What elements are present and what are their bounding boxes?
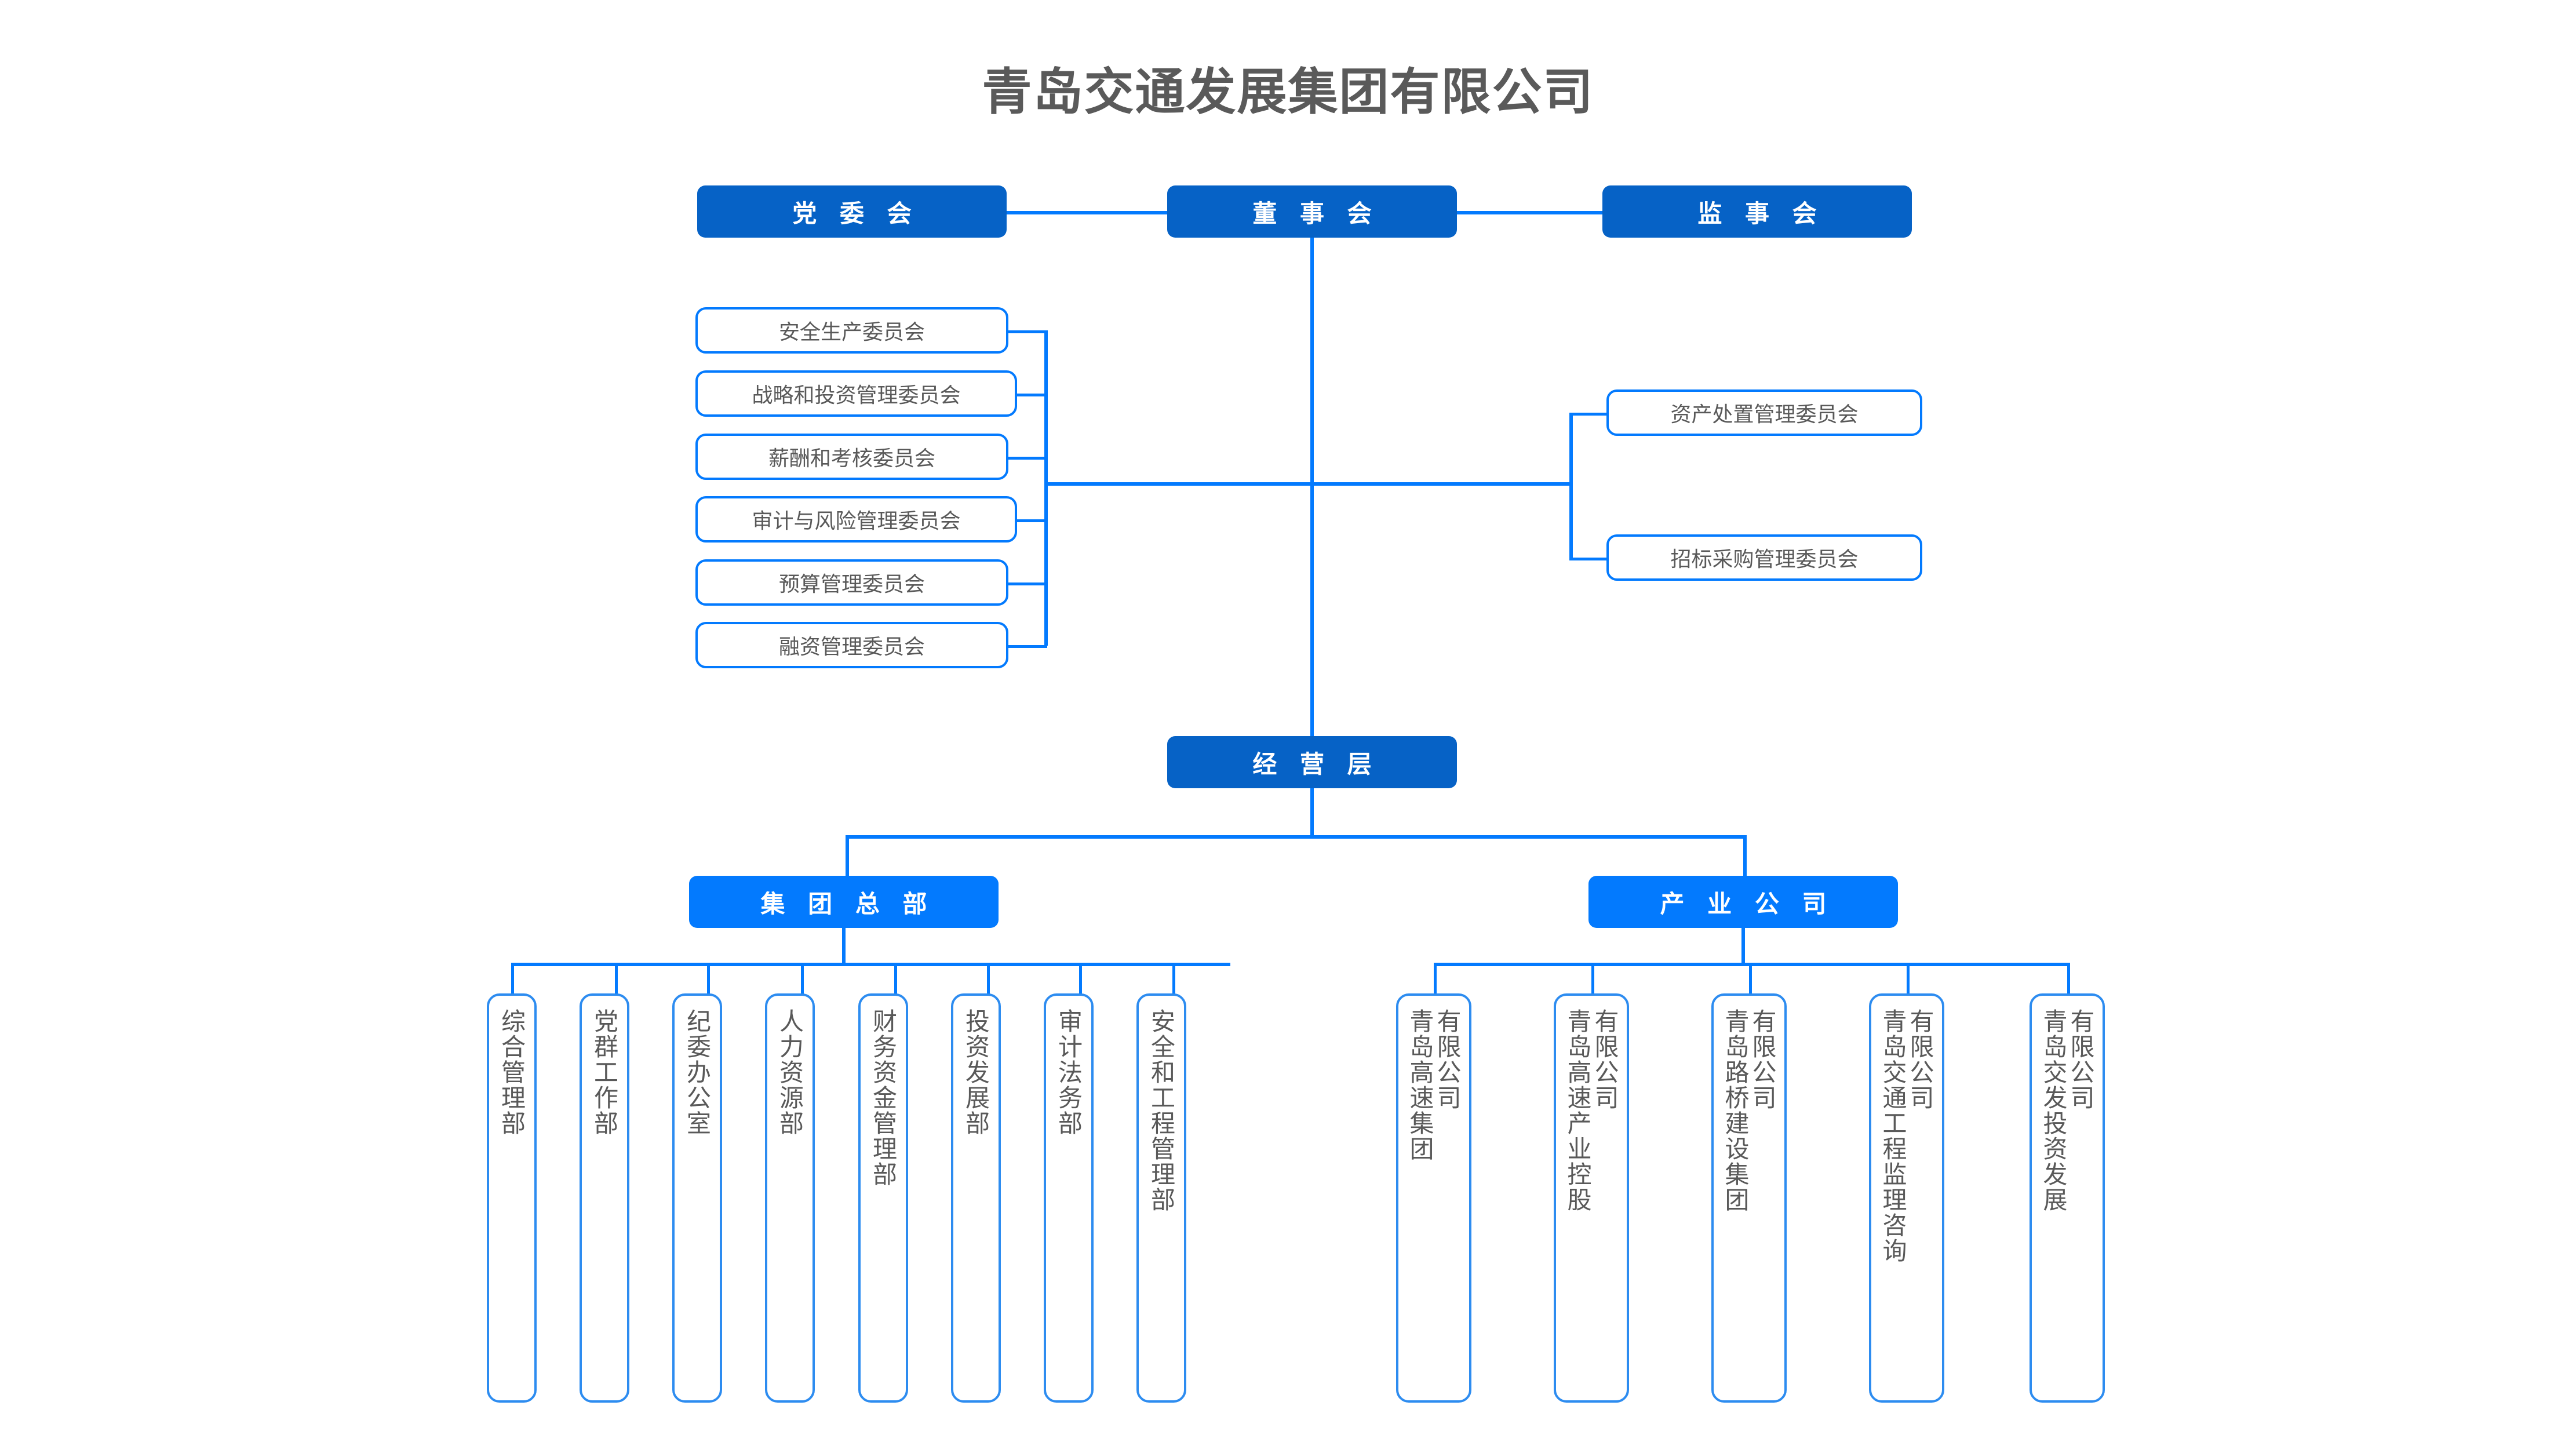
department-box-5[interactable]: 财务资金管理部 (858, 993, 908, 1403)
connector-dept-drop-5 (894, 963, 897, 996)
department-box-4[interactable]: 人力资源部 (765, 993, 815, 1403)
party-committee-box[interactable]: 党 委 会 (697, 185, 1007, 238)
subsidiary-box-3[interactable]: 有限公司 青岛路桥建设集团 (1711, 993, 1787, 1403)
left-committee-box-5[interactable]: 预算管理委员会 (695, 559, 1008, 606)
left-committee-label: 薪酬和考核委员会 (768, 446, 935, 470)
right-committee-label: 资产处置管理委员会 (1670, 402, 1859, 426)
left-committee-box-1[interactable]: 安全生产委员会 (695, 307, 1008, 354)
department-label: 财务资金管理部 (869, 1009, 897, 1187)
department-label: 人力资源部 (776, 1009, 804, 1136)
connector-board-to-supervisors (1457, 211, 1602, 214)
connector-left-committee-stub-5 (1005, 582, 1047, 585)
department-box-1[interactable]: 综合管理部 (487, 993, 537, 1403)
left-committee-box-3[interactable]: 薪酬和考核委员会 (695, 434, 1008, 480)
board-of-supervisors-box[interactable]: 监 事 会 (1602, 185, 1912, 238)
subsidiary-name: 青岛高速集团 (1407, 1009, 1434, 1162)
subsidiary-suffix: 有限公司 (1591, 1009, 1619, 1111)
department-label: 综合管理部 (498, 1009, 526, 1136)
connector-management-spine (1310, 788, 1314, 837)
subsidiary-suffix: 有限公司 (1907, 1009, 1934, 1111)
connector-subsidiary-drop-4 (1907, 963, 1910, 996)
connector-dept-drop-7 (1079, 963, 1082, 996)
connector-dept-spine (842, 928, 846, 965)
subsidiary-box-4[interactable]: 有限公司 青岛交通工程监理咨询 (1869, 993, 1944, 1403)
party-committee-label: 党 委 会 (792, 199, 920, 227)
left-committee-label: 融资管理委员会 (778, 635, 925, 658)
connector-right-committee-stub-2 (1569, 558, 1608, 560)
subsidiary-suffix: 有限公司 (2067, 1009, 2095, 1111)
connector-subsidiary-bus (1434, 963, 2070, 966)
board-of-supervisors-label: 监 事 会 (1697, 199, 1825, 227)
subsidiary-box-2[interactable]: 有限公司 青岛高速产业控股 (1554, 993, 1629, 1403)
management-layer-box[interactable]: 经 营 层 (1167, 736, 1457, 788)
connector-right-committee-stub-1 (1569, 413, 1608, 416)
connector-committee-bus-left (1046, 482, 1312, 486)
right-committee-box-1[interactable]: 资产处置管理委员会 (1606, 389, 1922, 436)
connector-subsidiary-drop-5 (2067, 963, 2070, 996)
subsidiary-box-1[interactable]: 有限公司 青岛高速集团 (1396, 993, 1471, 1403)
connector-dept-drop-4 (801, 963, 804, 996)
connector-dept-drop-1 (511, 963, 514, 996)
connector-board-spine (1310, 238, 1314, 736)
left-committee-box-6[interactable]: 融资管理委员会 (695, 622, 1008, 668)
department-box-7[interactable]: 审计法务部 (1044, 993, 1094, 1403)
connector-dept-bus (511, 963, 1230, 966)
connector-subsidiary-drop-3 (1749, 963, 1752, 996)
left-committee-label: 预算管理委员会 (778, 572, 925, 596)
subsidiary-box-5[interactable]: 有限公司 青岛交发投资发展 (2030, 993, 2105, 1403)
department-label: 安全和工程管理部 (1147, 1009, 1175, 1213)
department-label: 审计法务部 (1055, 1009, 1083, 1136)
connector-left-committee-stub-4 (1013, 519, 1047, 522)
connector-dept-drop-2 (615, 963, 618, 996)
connector-dept-drop-8 (1172, 963, 1175, 996)
board-of-directors-box[interactable]: 董 事 会 (1167, 185, 1457, 238)
subsidiary-name: 青岛交发投资发展 (2040, 1009, 2067, 1213)
connector-left-committee-stub-6 (1005, 645, 1047, 648)
connector-dept-drop-6 (987, 963, 990, 996)
industry-companies-label: 产 业 公 司 (1660, 890, 1835, 918)
connector-left-committee-stub-1 (1005, 330, 1047, 333)
page-title: 青岛交通发展集团有限公司 (982, 64, 1594, 120)
connector-subsidiary-spine (1741, 928, 1745, 965)
subsidiary-name: 青岛高速产业控股 (1564, 1009, 1591, 1213)
department-label: 纪委办公室 (683, 1009, 711, 1136)
group-headquarters-label: 集 团 总 部 (760, 890, 935, 918)
department-box-8[interactable]: 安全和工程管理部 (1136, 993, 1186, 1403)
connector-subsidiary-drop-2 (1591, 963, 1594, 996)
group-headquarters-box[interactable]: 集 团 总 部 (689, 876, 999, 928)
connector-management-split-bus (846, 835, 1747, 839)
department-box-3[interactable]: 纪委办公室 (672, 993, 722, 1403)
connector-drop-group-hq (846, 835, 849, 879)
department-box-2[interactable]: 党群工作部 (580, 993, 629, 1403)
left-committee-label: 审计与风险管理委员会 (752, 509, 961, 533)
connector-left-committee-riser (1044, 330, 1048, 646)
subsidiary-name: 青岛路桥建设集团 (1722, 1009, 1749, 1213)
connector-subsidiary-drop-1 (1434, 963, 1437, 996)
connector-drop-industry (1743, 835, 1747, 879)
department-label: 投资发展部 (962, 1009, 990, 1136)
management-layer-label: 经 营 层 (1252, 750, 1380, 778)
subsidiary-suffix: 有限公司 (1434, 1009, 1462, 1111)
connector-left-committee-stub-3 (1005, 457, 1047, 460)
left-committee-label: 安全生产委员会 (778, 320, 925, 344)
subsidiary-suffix: 有限公司 (1749, 1009, 1777, 1111)
left-committee-label: 战略和投资管理委员会 (752, 383, 961, 407)
department-box-6[interactable]: 投资发展部 (951, 993, 1001, 1403)
connector-party-to-board (1007, 211, 1167, 214)
left-committee-box-4[interactable]: 审计与风险管理委员会 (695, 496, 1017, 543)
board-of-directors-label: 董 事 会 (1252, 199, 1380, 227)
connector-committee-bus-right (1310, 482, 1571, 486)
connector-right-committee-riser (1569, 413, 1573, 560)
left-committee-box-2[interactable]: 战略和投资管理委员会 (695, 370, 1017, 417)
right-committee-box-2[interactable]: 招标采购管理委员会 (1606, 534, 1922, 581)
subsidiary-name: 青岛交通工程监理咨询 (1879, 1009, 1907, 1264)
right-committee-label: 招标采购管理委员会 (1670, 547, 1859, 571)
connector-left-committee-stub-2 (1013, 394, 1047, 396)
department-label: 党群工作部 (591, 1009, 618, 1136)
industry-companies-box[interactable]: 产 业 公 司 (1588, 876, 1898, 928)
connector-dept-drop-3 (707, 963, 710, 996)
